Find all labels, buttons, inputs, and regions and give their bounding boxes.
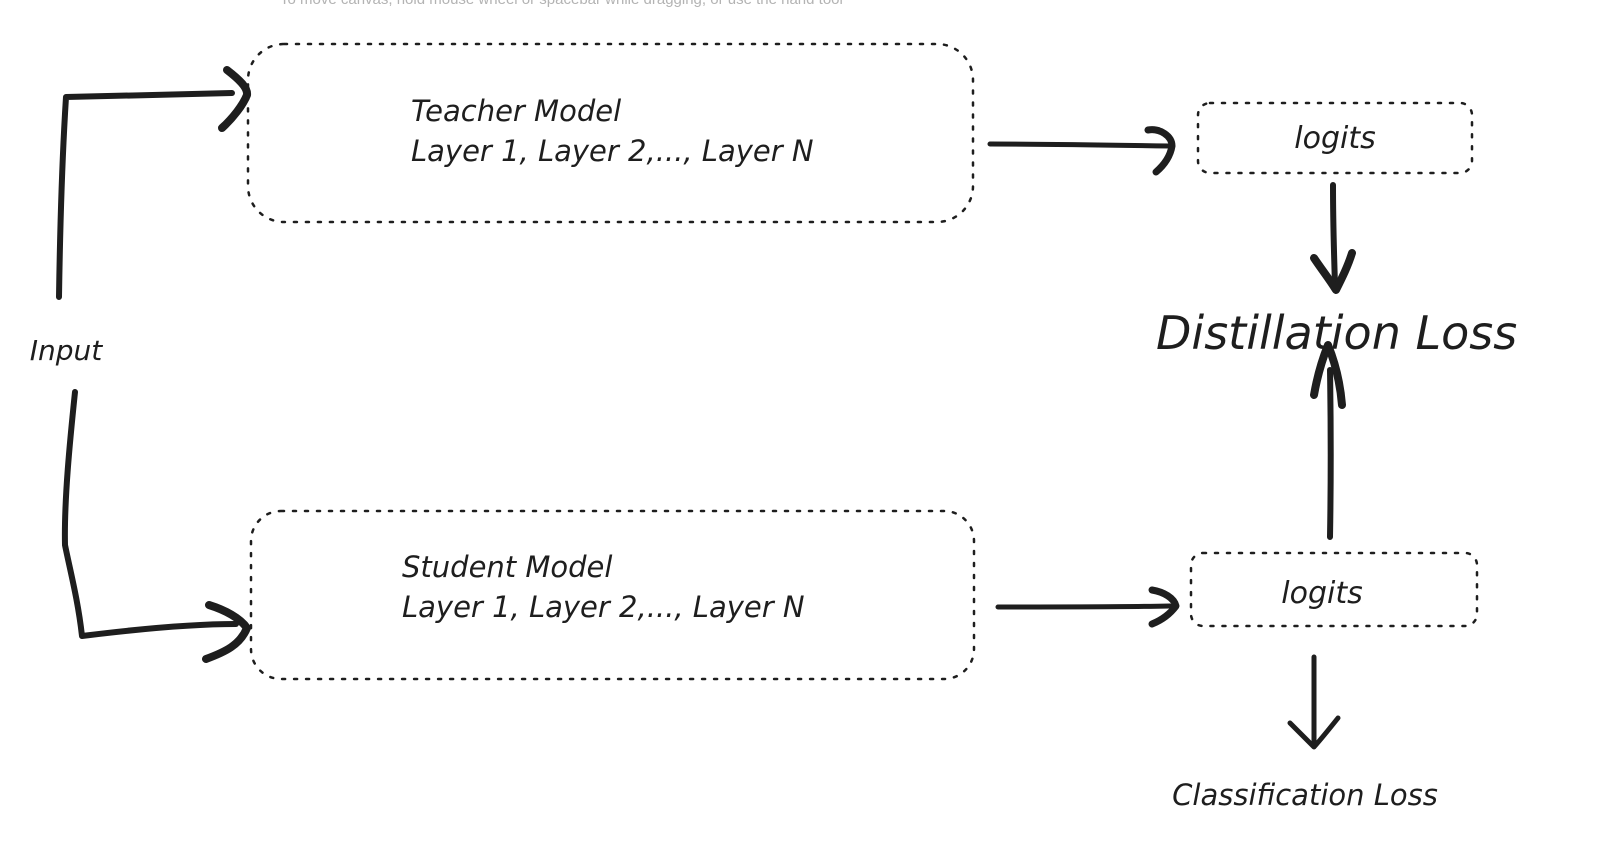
teacher-logits-label: logits [1294,121,1375,156]
teacher-model-box[interactable] [246,42,975,224]
arrow-teacher-logits-to-distillation[interactable] [1330,182,1338,288]
teacher-logits-box[interactable] [1196,101,1474,175]
input-label: Input [30,334,104,367]
arrow-input-to-teacher-head [218,66,252,132]
arrow-input-to-student[interactable] [61,389,239,639]
classification-loss-label: Classification Loss [1172,778,1438,812]
student-logits-label: logits [1281,576,1362,611]
student-model-title: Student Model [402,550,612,584]
teacher-model-layers: Layer 1, Layer 2,..., Layer N [411,134,814,168]
arrow-teacher-logits-to-distillation-head [1310,249,1356,294]
arrow-student-to-logits-head [1148,586,1180,628]
arrow-input-to-student-head [202,601,251,663]
student-model-layers: Layer 1, Layer 2,..., Layer N [402,590,805,624]
arrow-student-logits-to-classification-head [1287,715,1341,750]
arrow-input-to-teacher[interactable] [56,90,235,300]
canvas-hint: To move canvas, hold mouse wheel or spac… [280,0,843,8]
arrow-teacher-to-logits[interactable] [987,141,1173,149]
distillation-loss-label: Distillation Loss [1156,306,1517,360]
student-logits-box[interactable] [1189,551,1479,628]
arrow-teacher-to-logits-head [1144,126,1176,176]
arrow-student-logits-to-distillation[interactable] [1327,367,1334,540]
arrow-student-logits-to-distillation-head [1310,341,1346,409]
teacher-model-title: Teacher Model [411,94,621,128]
arrow-student-to-logits[interactable] [995,603,1173,610]
